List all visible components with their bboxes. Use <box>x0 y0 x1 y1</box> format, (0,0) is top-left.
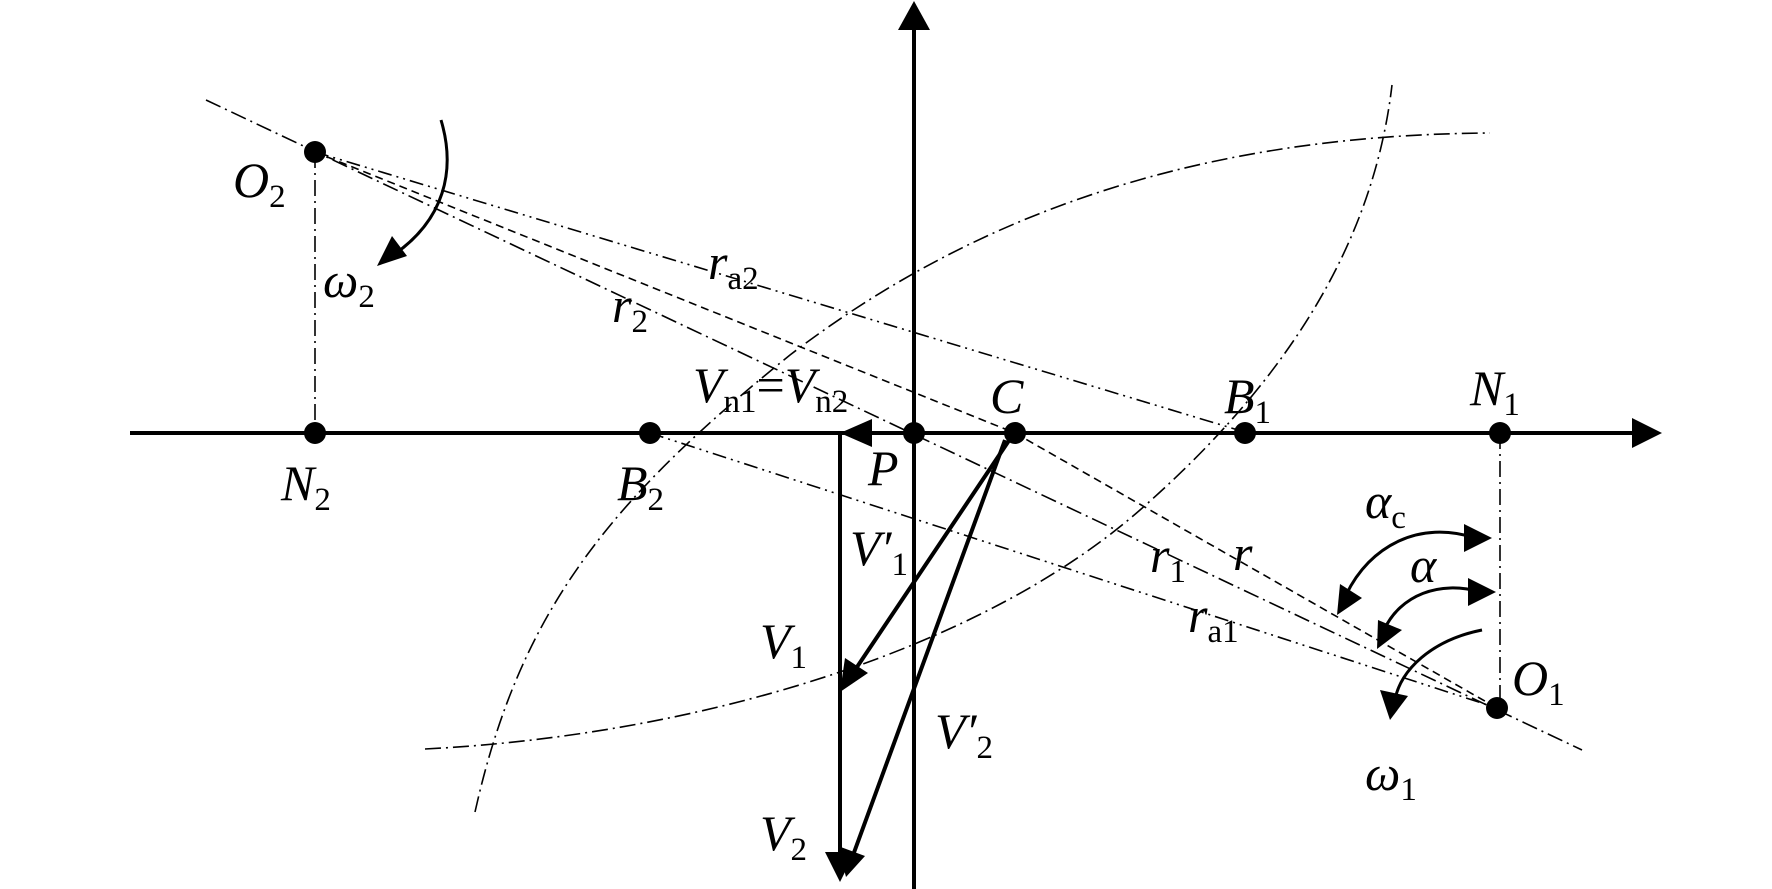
point-O1 <box>1486 697 1508 719</box>
radius-line-r2 <box>314 151 1016 434</box>
alpha-c-angle-arc <box>1344 530 1476 596</box>
labels: O2 ω2 ra2 r2 Vn1=Vn2 C B1 N1 N2 B2 P V′1… <box>233 152 1565 868</box>
label-alpha-c: αc <box>1365 473 1406 536</box>
label-V2: V2 <box>760 805 807 868</box>
label-alpha: α <box>1410 537 1438 593</box>
vector-V1-prime-arrowhead <box>840 658 868 692</box>
addendum-circle-arc-gear2 <box>474 132 1491 813</box>
point-B1 <box>1234 422 1256 444</box>
label-V2-prime: V′2 <box>935 703 993 766</box>
label-V1: V1 <box>760 613 807 676</box>
label-Vn1-equals-Vn2: Vn1=Vn2 <box>693 357 848 420</box>
omega2-arrowhead <box>377 236 407 266</box>
rotation-arrows <box>377 119 1483 720</box>
angle-arrows <box>1337 524 1496 649</box>
label-N1: N1 <box>1469 360 1520 423</box>
label-omega1: ω1 <box>1365 745 1417 808</box>
label-C: C <box>990 368 1024 424</box>
vector-CP-arrowhead <box>840 419 872 447</box>
omega1-rotation-arc <box>1393 628 1483 701</box>
vector-V2-prime-arrowhead <box>838 846 865 877</box>
omega1-arrowhead <box>1380 690 1408 720</box>
label-O2: O2 <box>233 152 286 215</box>
vector-V2-prime <box>850 439 1007 859</box>
alpha-arrowhead-left <box>1377 620 1402 649</box>
point-B2 <box>639 422 661 444</box>
addendum-circle-arc-gear1 <box>424 84 1393 750</box>
alpha-c-arrowhead-right <box>1464 524 1492 552</box>
alpha-arrowhead-right <box>1468 578 1496 606</box>
points <box>304 141 1511 719</box>
omega2-rotation-arc <box>391 119 449 258</box>
velocity-vectors <box>825 419 1015 882</box>
alpha-c-arrowhead-left <box>1337 584 1362 615</box>
point-O2 <box>304 141 326 163</box>
label-B2: B2 <box>617 455 664 518</box>
label-V1-prime: V′1 <box>850 520 908 583</box>
y-axis-arrowhead <box>898 1 930 30</box>
label-r1: r1 <box>1150 527 1186 590</box>
x-axis-arrowhead <box>1632 418 1662 448</box>
label-r: r <box>1233 525 1253 581</box>
label-ra2: ra2 <box>708 234 759 297</box>
point-C <box>1004 422 1026 444</box>
alpha-angle-arc <box>1382 586 1481 631</box>
label-ra1: ra1 <box>1188 587 1239 650</box>
vector-V1-prime <box>853 437 1012 672</box>
construction-arcs <box>424 84 1491 813</box>
label-N2: N2 <box>280 455 331 518</box>
point-N1 <box>1489 422 1511 444</box>
label-O1: O1 <box>1512 650 1565 713</box>
label-omega2: ω2 <box>323 252 375 315</box>
radius-line-ra2 <box>314 151 1249 434</box>
point-P <box>903 422 925 444</box>
point-N2 <box>304 422 326 444</box>
label-r2: r2 <box>612 277 648 340</box>
label-B1: B1 <box>1224 368 1271 431</box>
label-P: P <box>867 440 899 496</box>
